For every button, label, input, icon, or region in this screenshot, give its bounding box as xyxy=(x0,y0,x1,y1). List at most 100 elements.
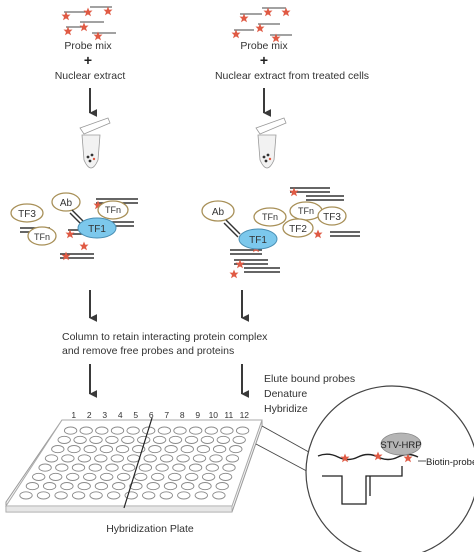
plate-well xyxy=(129,482,143,491)
plate-well xyxy=(201,472,216,481)
plate-column-number: 3 xyxy=(102,410,107,420)
plate-well xyxy=(107,491,121,500)
plate-well xyxy=(229,445,243,454)
right-probe-mix-strands xyxy=(234,7,292,36)
plate-well xyxy=(192,454,207,463)
left-nuclear-extract-label: Nuclear extract xyxy=(54,70,126,82)
plate-column-number: 2 xyxy=(87,410,92,420)
plate-column-number: 11 xyxy=(224,410,233,420)
left-probe-mix-label: Probe mix xyxy=(64,40,112,52)
plate-well xyxy=(184,435,199,444)
plate-well xyxy=(83,472,97,481)
plate-well xyxy=(105,435,119,444)
plate-column-number: 1 xyxy=(71,410,76,420)
plate-well xyxy=(19,491,33,500)
plate-well xyxy=(159,491,173,500)
right-ab-label: Ab xyxy=(212,207,225,218)
plate-well xyxy=(83,445,97,454)
plate-well xyxy=(209,454,223,463)
plate-well xyxy=(138,463,153,472)
plate-well xyxy=(94,482,109,491)
column-step-line1: Column to retain interacting protein com… xyxy=(62,331,268,343)
plate-well xyxy=(232,435,246,444)
plate-well xyxy=(89,491,103,500)
plate-well xyxy=(66,472,80,481)
plate-column-number: 6 xyxy=(149,410,154,420)
plate-well xyxy=(71,491,86,500)
plate-well xyxy=(196,445,211,454)
plate-well xyxy=(198,482,212,491)
plate-well xyxy=(79,426,93,435)
plate-well xyxy=(157,426,172,435)
plate-well xyxy=(205,463,219,472)
plate-well xyxy=(177,491,191,500)
plate-well xyxy=(121,435,135,444)
plate-well xyxy=(44,454,59,463)
elute-step-line2: Denature xyxy=(264,388,308,400)
plate-well xyxy=(110,426,125,435)
plate-well xyxy=(25,482,40,491)
plate-column-number: 12 xyxy=(240,410,250,420)
plate-well xyxy=(151,472,165,481)
zoom-circle xyxy=(305,385,474,552)
plate-well xyxy=(77,482,91,491)
plate-well xyxy=(220,426,234,435)
plate-well xyxy=(189,426,203,435)
left-protein-shapes xyxy=(10,192,129,246)
plate-well xyxy=(134,472,148,481)
plate-well xyxy=(89,435,103,444)
left-tfn-label: TFn xyxy=(105,205,121,215)
plate-well xyxy=(105,463,119,472)
right-plus-sign: + xyxy=(259,52,269,68)
left-tube-icon xyxy=(79,117,111,169)
plate-well xyxy=(110,454,124,463)
right-tf2-label: TF2 xyxy=(289,224,307,235)
plate-well xyxy=(95,426,109,435)
plate-well xyxy=(88,463,102,472)
plate-well xyxy=(122,463,136,472)
plate-well xyxy=(181,482,195,491)
left-ab-label: Ab xyxy=(60,198,73,209)
plate-well xyxy=(212,491,226,500)
plate-well xyxy=(185,472,199,481)
left-tf1-label: TF1 xyxy=(88,224,106,235)
plate-well xyxy=(99,445,114,454)
plate-column-number: 9 xyxy=(195,410,200,420)
plate-well xyxy=(51,445,65,454)
plate-well xyxy=(176,454,190,463)
plate-well xyxy=(235,426,250,435)
plate-well xyxy=(117,472,131,481)
left-plus-sign: + xyxy=(83,52,93,68)
plate-well xyxy=(155,463,169,472)
right-nuclear-extract-label: Nuclear extract from treated cells xyxy=(214,70,370,82)
plate-well xyxy=(73,435,87,444)
plate-well xyxy=(163,482,178,491)
plate-well xyxy=(94,454,108,463)
right-probe-stars xyxy=(231,7,291,43)
plate-well xyxy=(36,491,51,500)
plate-well xyxy=(200,435,215,444)
plate-well xyxy=(216,435,230,444)
plate-well xyxy=(60,482,74,491)
plate-well xyxy=(204,426,218,435)
right-tf3-label: TF3 xyxy=(323,212,341,223)
plate-column-number: 7 xyxy=(164,410,169,420)
hybridization-plate xyxy=(5,417,263,513)
plate-well xyxy=(77,454,92,463)
plate-column-number: 8 xyxy=(180,410,185,420)
plate-well xyxy=(126,426,140,435)
plate-well xyxy=(164,445,178,454)
plate-divider xyxy=(123,417,153,509)
plate-column-number: 5 xyxy=(133,410,138,420)
plate-well xyxy=(168,472,182,481)
plate-well xyxy=(49,472,63,481)
right-probe-mix-label: Probe mix xyxy=(240,40,288,52)
plate-well xyxy=(188,463,203,472)
left-tf3-label: TF3 xyxy=(18,209,36,220)
plate-well xyxy=(180,445,194,454)
left-tfn-bottom-label: TFn xyxy=(34,232,50,242)
right-tube-icon xyxy=(255,117,287,169)
plate-well xyxy=(222,463,236,472)
plate-well xyxy=(137,435,151,444)
